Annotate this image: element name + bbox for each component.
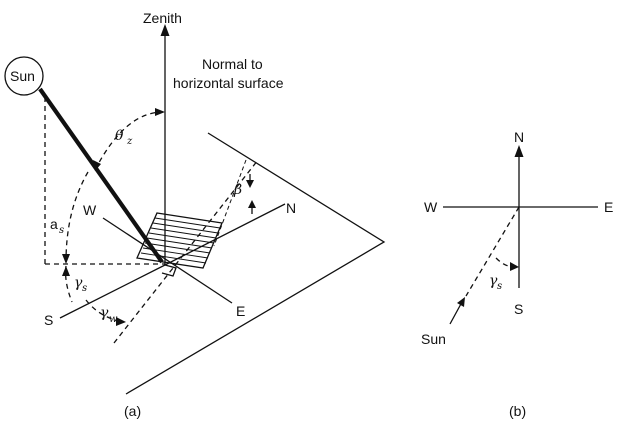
- sun-circle: [4, 56, 44, 96]
- panel-b: N W E S Sun γ s (b): [421, 129, 613, 419]
- surface-azimuth-line: [113, 159, 259, 344]
- zenith-arrowhead: [160, 24, 170, 36]
- compass-north-label: N: [514, 129, 524, 145]
- gamma-w-arc: [85, 299, 125, 323]
- theta-z-symbol: θ: [115, 128, 124, 144]
- surface-normal-line: [213, 159, 247, 247]
- south-label: S: [44, 312, 53, 328]
- altitude-symbol: a: [50, 216, 58, 232]
- altitude-arc: [65, 171, 89, 263]
- normal-label-line1: Normal to: [202, 56, 263, 72]
- theta-z-arrowhead: [93, 160, 101, 171]
- sun-arrowhead: [457, 297, 465, 307]
- panel-b-caption: (b): [509, 403, 526, 419]
- right-angle-marker: [161, 264, 177, 277]
- sun-ray: [38, 87, 164, 264]
- normal-label-line2: horizontal surface: [173, 75, 284, 91]
- altitude-sub: s: [59, 225, 64, 236]
- gamma-s-arrowhead: [62, 266, 70, 276]
- ground-plane-outline: [125, 132, 386, 395]
- altitude-arrowhead: [62, 254, 70, 264]
- compass-east-label: E: [604, 199, 613, 215]
- compass-north-arrowhead: [514, 145, 524, 157]
- tilted-surface-hatching: [140, 217, 221, 264]
- west-east-axis: [102, 217, 233, 304]
- gamma-s-symbol: γ: [74, 275, 83, 291]
- sun-label: Sun: [10, 68, 35, 84]
- panel-b-gamma-s-arrowhead: [510, 262, 519, 271]
- gamma-w-symbol: γ: [100, 305, 109, 321]
- gamma-s-sub: s: [82, 283, 87, 294]
- beta-symbol: β: [233, 182, 242, 198]
- compass-west-label: W: [424, 199, 438, 215]
- zenith-label: Zenith: [143, 10, 182, 26]
- south-axis: [59, 264, 166, 319]
- panel-b-gamma-s-symbol: γ: [489, 273, 498, 289]
- east-label: E: [236, 303, 245, 319]
- tilted-surface: [136, 212, 223, 269]
- panel-a: Zenith Normal to horizontal surface Sun: [4, 10, 386, 419]
- gamma-w-sub: w: [109, 314, 118, 325]
- north-label: N: [286, 200, 296, 216]
- beta-arrowhead-top: [246, 180, 254, 188]
- gamma-w-arrowhead: [116, 317, 126, 326]
- theta-z-arc: [94, 111, 164, 171]
- theta-z-arrowhead-2: [155, 108, 165, 116]
- panel-b-gamma-s-sub: s: [497, 281, 502, 292]
- panel-a-caption: (a): [124, 403, 141, 419]
- panel-b-sun-label: Sun: [421, 331, 446, 347]
- west-label: W: [83, 202, 97, 218]
- compass-south-label: S: [514, 301, 523, 317]
- theta-z-sub: z: [126, 136, 133, 147]
- sun-arrow: [449, 301, 463, 325]
- beta-arrowhead-bottom: [248, 200, 256, 208]
